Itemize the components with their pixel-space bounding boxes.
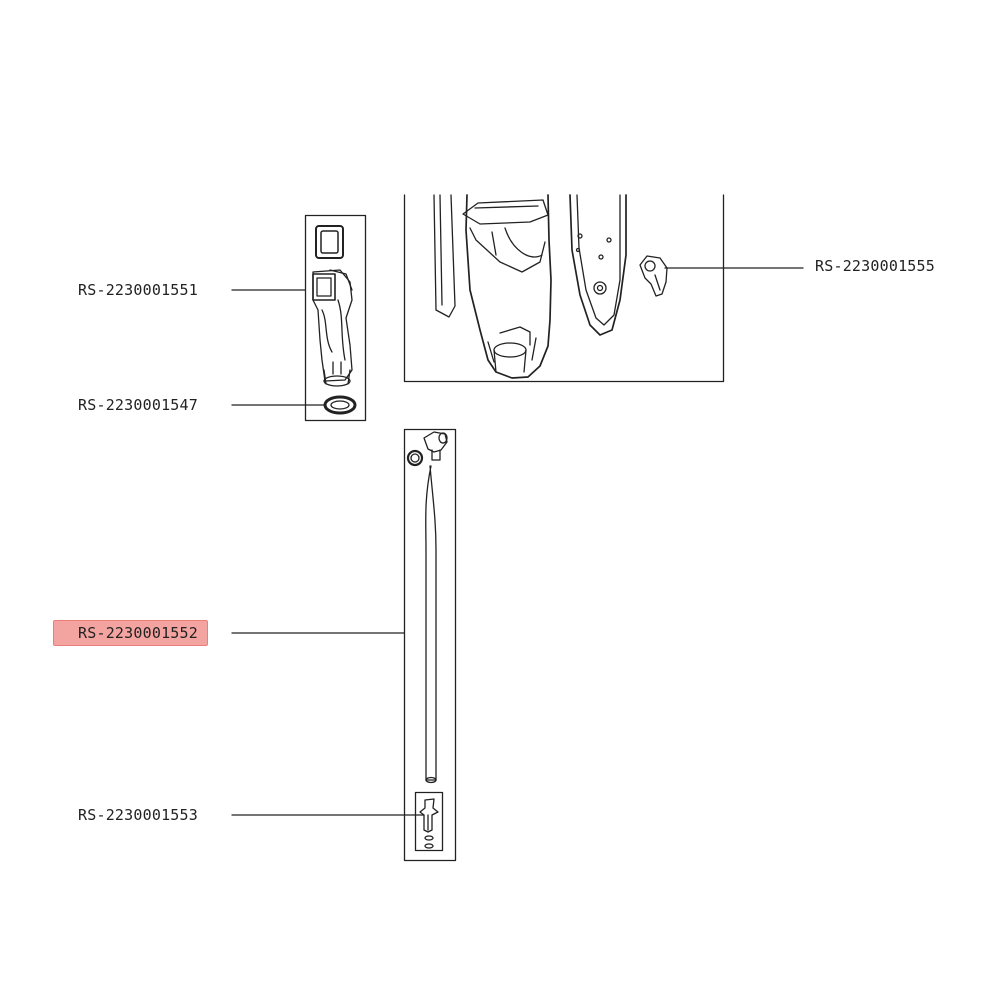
duct-seal-part[interactable] bbox=[315, 225, 344, 259]
tube-elbow-part[interactable] bbox=[423, 431, 448, 461]
part-label-1551[interactable]: RS-2230001551 bbox=[78, 281, 198, 299]
part-label-1553[interactable]: RS-2230001553 bbox=[78, 806, 198, 824]
water-tube-part[interactable] bbox=[425, 465, 437, 784]
part-box-tube bbox=[403, 428, 457, 862]
part-label-1547[interactable]: RS-2230001547 bbox=[78, 396, 198, 414]
duct-part[interactable] bbox=[312, 269, 353, 387]
part-box-housing bbox=[403, 194, 725, 383]
housing-body-part[interactable] bbox=[462, 194, 552, 379]
housing-cover-part[interactable] bbox=[569, 194, 627, 336]
o-ring-part[interactable] bbox=[406, 449, 424, 467]
housing-strip-part[interactable] bbox=[433, 194, 456, 318]
part-label-1555[interactable]: RS-2230001555 bbox=[815, 257, 935, 275]
ring-gasket-part[interactable] bbox=[323, 395, 357, 415]
part-box-duct bbox=[304, 214, 367, 422]
part-box-valve bbox=[414, 791, 444, 852]
clip-part[interactable] bbox=[639, 255, 668, 297]
valve-part[interactable] bbox=[419, 798, 439, 849]
part-label-1552-highlighted[interactable]: RS-2230001552 bbox=[53, 620, 208, 646]
